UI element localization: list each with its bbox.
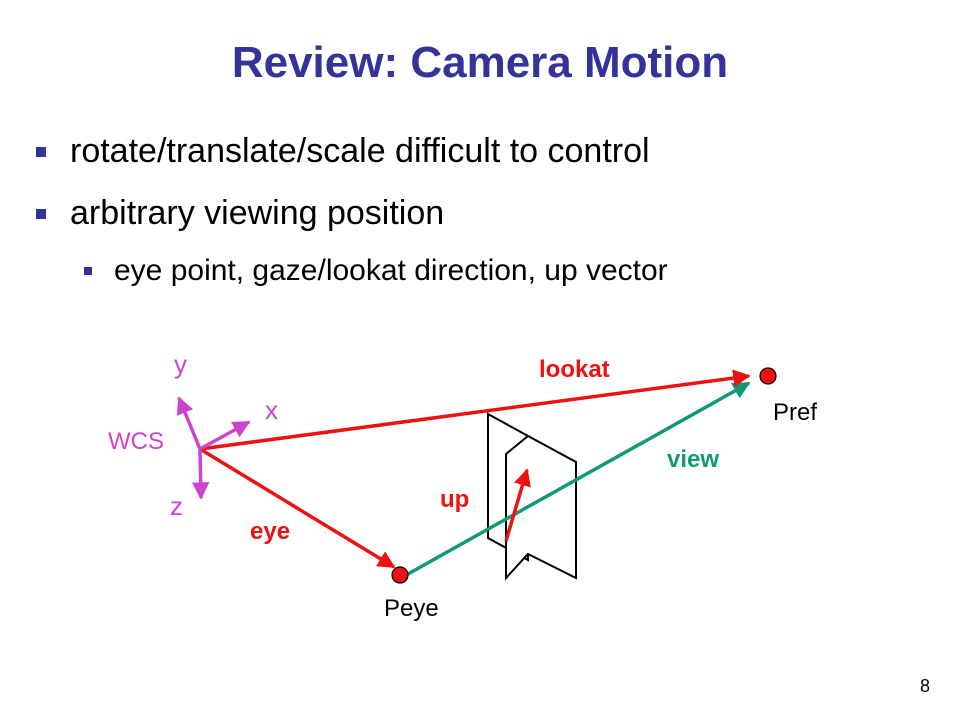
view-label: view	[667, 446, 719, 473]
lookat-label: lookat	[539, 356, 610, 383]
view-vector	[407, 381, 751, 576]
square-bullet-icon	[36, 146, 46, 157]
sub-bullet-item: eye point, gaze/lookat direction, up vec…	[84, 254, 668, 288]
pref-point	[759, 367, 777, 385]
up-label: up	[440, 486, 469, 513]
y-axis-arrow	[176, 396, 202, 450]
x-axis-label: x	[265, 395, 278, 425]
up-vector	[504, 468, 531, 542]
slide-title: Review: Camera Motion	[231, 38, 729, 87]
square-bullet-icon	[84, 267, 92, 275]
y-axis-label: y	[174, 349, 187, 379]
bullet-text: rotate/translate/scale difficult to cont…	[70, 132, 650, 170]
z-axis-arrow	[191, 448, 210, 500]
bullet-item: rotate/translate/scale difficult to cont…	[36, 132, 650, 171]
eye-label: eye	[250, 518, 290, 545]
bullet-item: arbitrary viewing position	[36, 194, 444, 233]
pref-label: Pref	[773, 399, 817, 426]
wcs-label: WCS	[108, 428, 164, 455]
z-axis-label: z	[170, 491, 183, 521]
peye-label: Peye	[384, 595, 439, 622]
eye-vector	[199, 447, 396, 569]
square-bullet-icon	[36, 208, 46, 219]
page-number: 8	[919, 676, 930, 696]
lookat-vector	[199, 369, 751, 451]
x-axis-arrow	[199, 420, 251, 451]
bullet-text: arbitrary viewing position	[70, 194, 445, 232]
peye-point	[391, 566, 409, 584]
sub-bullet-text: eye point, gaze/lookat direction, up vec…	[114, 254, 668, 287]
